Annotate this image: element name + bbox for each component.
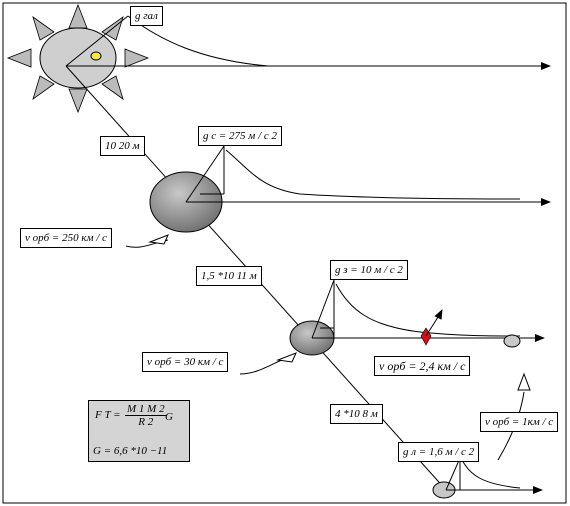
satellite-body [503, 334, 521, 348]
formula-numerator: M 1 M 2 [125, 403, 167, 416]
earth-orbit-arrow [276, 352, 297, 363]
distance-label-3: 4 *10 8 м [330, 404, 383, 424]
v-orb-sun-label: v орб = 250 км / c [20, 228, 112, 248]
earth-gravity-curve [335, 283, 521, 337]
sun-body [6, 3, 150, 114]
formula-factor: G [165, 411, 173, 423]
star-gravity-curve [225, 149, 521, 200]
moon-gravity-curve [461, 459, 521, 489]
g-sun-label: g c = 275 м / c 2 [198, 126, 283, 146]
formula-denominator: R 2 [138, 416, 154, 428]
g-galaxy-label: g гал [130, 6, 163, 26]
v-orb-moon-label: v орб = 1км / c [480, 412, 559, 432]
formula-lhs: F T = [95, 409, 121, 421]
gravity-formula-box: F T = M 1 M 2 R 2 G G = 6,6 *10 −11 [88, 400, 190, 462]
g-earth-label: g з = 10 м / c 2 [330, 260, 408, 280]
g-moon-label: g л = 1,6 м / c 2 [398, 442, 480, 462]
v-orb-satellite-label: v орб = 2,4 км / c [374, 356, 471, 376]
star-orbit-arrow [148, 234, 169, 245]
distance-label-1: 10 20 м [100, 136, 145, 156]
gravitational-constant: G = 6,6 *10 −11 [93, 445, 168, 457]
distance-label-2: 1,5 *10 11 м [196, 266, 262, 286]
moon-orbit-arrow [517, 372, 531, 391]
sun-center-dot [90, 51, 102, 61]
formula-fraction: M 1 M 2 R 2 [125, 403, 167, 428]
v-orb-earth-label: v орб = 30 км / c [142, 352, 229, 372]
